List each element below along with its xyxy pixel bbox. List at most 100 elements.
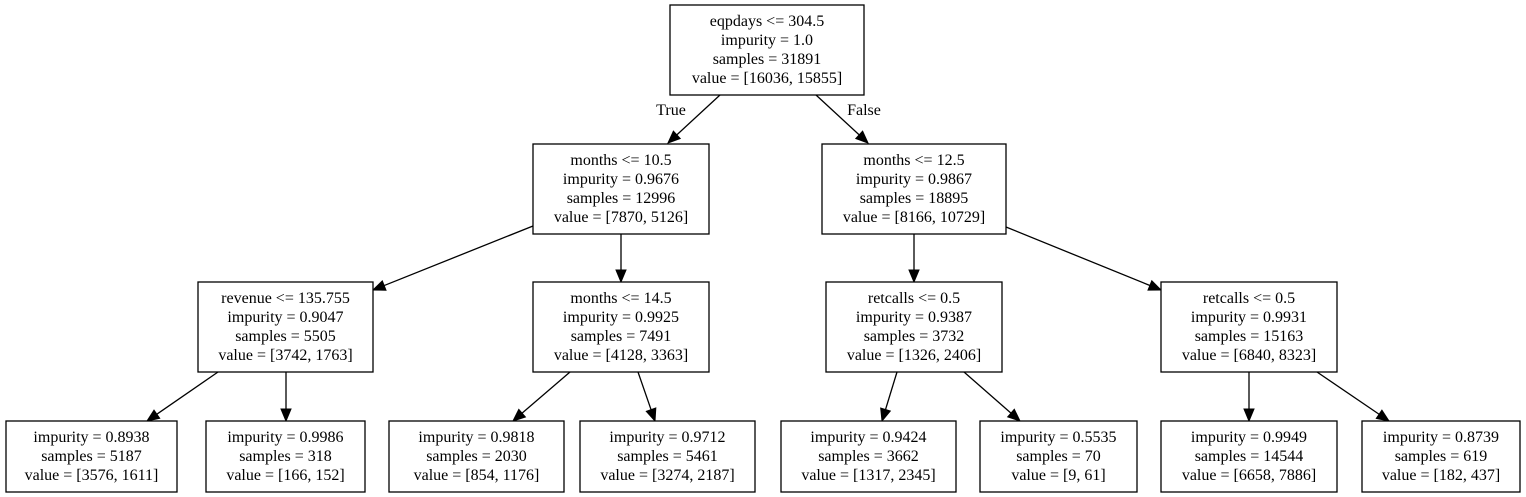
edge-n6-to-n14 bbox=[1316, 371, 1391, 422]
node-line: impurity = 1.0 bbox=[721, 32, 813, 49]
edge-n4-to-n9 bbox=[512, 371, 571, 422]
node-line: samples = 3732 bbox=[864, 328, 965, 345]
arrowhead-icon bbox=[280, 408, 292, 423]
tree-node-n9: impurity = 0.9818 samples = 2030 value = [… bbox=[388, 420, 565, 493]
edge-n1-to-n3 bbox=[371, 225, 534, 291]
tree-node-n5: retcalls <= 0.5 impurity = 0.9387 samples … bbox=[825, 281, 1003, 373]
arrowhead-icon bbox=[145, 409, 161, 422]
node-line: impurity = 0.9949 bbox=[1191, 429, 1307, 446]
arrowhead-icon bbox=[1006, 408, 1021, 422]
edge-n0-to-n2: False bbox=[815, 94, 881, 144]
arrowhead-icon bbox=[1375, 409, 1391, 422]
edge-label-false: False bbox=[847, 102, 881, 119]
node-box bbox=[1160, 281, 1338, 373]
node-line: samples = 31891 bbox=[713, 51, 822, 68]
edge-n4-to-n10 bbox=[637, 371, 657, 423]
arrowhead-icon bbox=[371, 280, 387, 291]
edge-n3-to-n7 bbox=[145, 371, 219, 422]
edge-n5-to-n11 bbox=[880, 371, 898, 423]
node-line: impurity = 0.9818 bbox=[418, 429, 534, 446]
arrowhead-icon bbox=[1243, 408, 1255, 423]
node-line: value = [3274, 2187] bbox=[600, 467, 734, 484]
arrowhead-icon bbox=[880, 407, 892, 423]
node-line: value = [3576, 1611] bbox=[25, 467, 159, 484]
nodes-layer: eqpdays <= 304.5 impurity = 1.0 samples = … bbox=[5, 4, 1521, 493]
arrowhead-icon bbox=[667, 130, 682, 144]
node-line: months <= 14.5 bbox=[570, 290, 671, 307]
edge-n2-to-n5 bbox=[908, 234, 920, 284]
tree-node-n2: months <= 12.5 impurity = 0.9867 samples =… bbox=[821, 143, 1007, 235]
node-line: value = [6658, 7886] bbox=[1182, 467, 1316, 484]
arrowhead-icon bbox=[1147, 279, 1163, 291]
edge-n0-to-n1: True bbox=[656, 94, 721, 144]
node-box bbox=[532, 281, 710, 373]
node-box bbox=[205, 420, 366, 493]
node-line: eqpdays <= 304.5 bbox=[710, 13, 824, 30]
tree-node-n0: eqpdays <= 304.5 impurity = 1.0 samples = … bbox=[669, 4, 865, 96]
edge-line bbox=[884, 371, 898, 410]
node-line: value = [166, 152] bbox=[226, 467, 344, 484]
edge-n3-to-n8 bbox=[280, 372, 292, 423]
node-line: value = [9, 61] bbox=[1011, 467, 1105, 484]
edge-n5-to-n12 bbox=[963, 371, 1021, 422]
edge-n6-to-n13 bbox=[1243, 372, 1255, 423]
node-line: samples = 2030 bbox=[426, 448, 527, 465]
node-line: value = [7870, 5126] bbox=[554, 209, 688, 226]
node-line: samples = 318 bbox=[239, 448, 332, 465]
node-line: samples = 15163 bbox=[1195, 328, 1304, 345]
node-line: months <= 10.5 bbox=[570, 152, 671, 169]
node-box bbox=[532, 143, 710, 235]
node-box bbox=[979, 420, 1138, 493]
node-line: impurity = 0.9676 bbox=[563, 171, 679, 188]
node-box bbox=[825, 281, 1003, 373]
edge-line bbox=[1316, 371, 1380, 415]
node-line: impurity = 0.8938 bbox=[33, 429, 149, 446]
node-line: retcalls <= 0.5 bbox=[868, 290, 960, 307]
node-line: samples = 70 bbox=[1016, 448, 1101, 465]
node-line: impurity = 0.9925 bbox=[563, 309, 679, 326]
node-line: samples = 18895 bbox=[860, 190, 969, 207]
node-line: impurity = 0.5535 bbox=[1000, 429, 1116, 446]
node-line: impurity = 0.9931 bbox=[1191, 309, 1307, 326]
node-line: value = [16036, 15855] bbox=[692, 70, 842, 87]
arrowhead-icon bbox=[908, 269, 920, 284]
node-box bbox=[669, 4, 865, 96]
node-box bbox=[1160, 420, 1338, 493]
node-line: value = [4128, 3363] bbox=[554, 347, 688, 364]
tree-node-n12: impurity = 0.5535 samples = 70 value = [9,… bbox=[979, 420, 1138, 493]
node-line: samples = 12996 bbox=[567, 190, 676, 207]
node-line: value = [854, 1176] bbox=[414, 467, 540, 484]
node-line: samples = 5505 bbox=[235, 328, 336, 345]
edge-line bbox=[521, 371, 571, 414]
tree-node-n4: months <= 14.5 impurity = 0.9925 samples =… bbox=[532, 281, 710, 373]
arrowhead-icon bbox=[854, 130, 869, 144]
node-line: value = [1317, 2345] bbox=[801, 467, 935, 484]
node-line: impurity = 0.9712 bbox=[609, 429, 725, 446]
node-box bbox=[197, 281, 374, 373]
edge-line bbox=[1005, 226, 1151, 287]
node-line: impurity = 0.9387 bbox=[856, 309, 972, 326]
node-line: samples = 7491 bbox=[571, 328, 672, 345]
node-box bbox=[780, 420, 957, 493]
node-line: value = [6840, 8323] bbox=[1182, 347, 1316, 364]
node-line: value = [1326, 2406] bbox=[847, 347, 981, 364]
tree-node-n7: impurity = 0.8938 samples = 5187 value = [… bbox=[5, 420, 178, 493]
edge-line bbox=[676, 94, 721, 136]
node-box bbox=[821, 143, 1007, 235]
node-line: value = [182, 437] bbox=[1382, 467, 1500, 484]
node-line: impurity = 0.9867 bbox=[856, 171, 972, 188]
edge-line bbox=[156, 371, 219, 415]
node-line: impurity = 0.9986 bbox=[227, 429, 343, 446]
edge-line bbox=[963, 371, 1012, 414]
node-line: months <= 12.5 bbox=[863, 152, 964, 169]
node-line: value = [3742, 1763] bbox=[218, 347, 352, 364]
node-box bbox=[388, 420, 565, 493]
edge-line bbox=[637, 371, 652, 410]
node-line: samples = 5187 bbox=[41, 448, 142, 465]
